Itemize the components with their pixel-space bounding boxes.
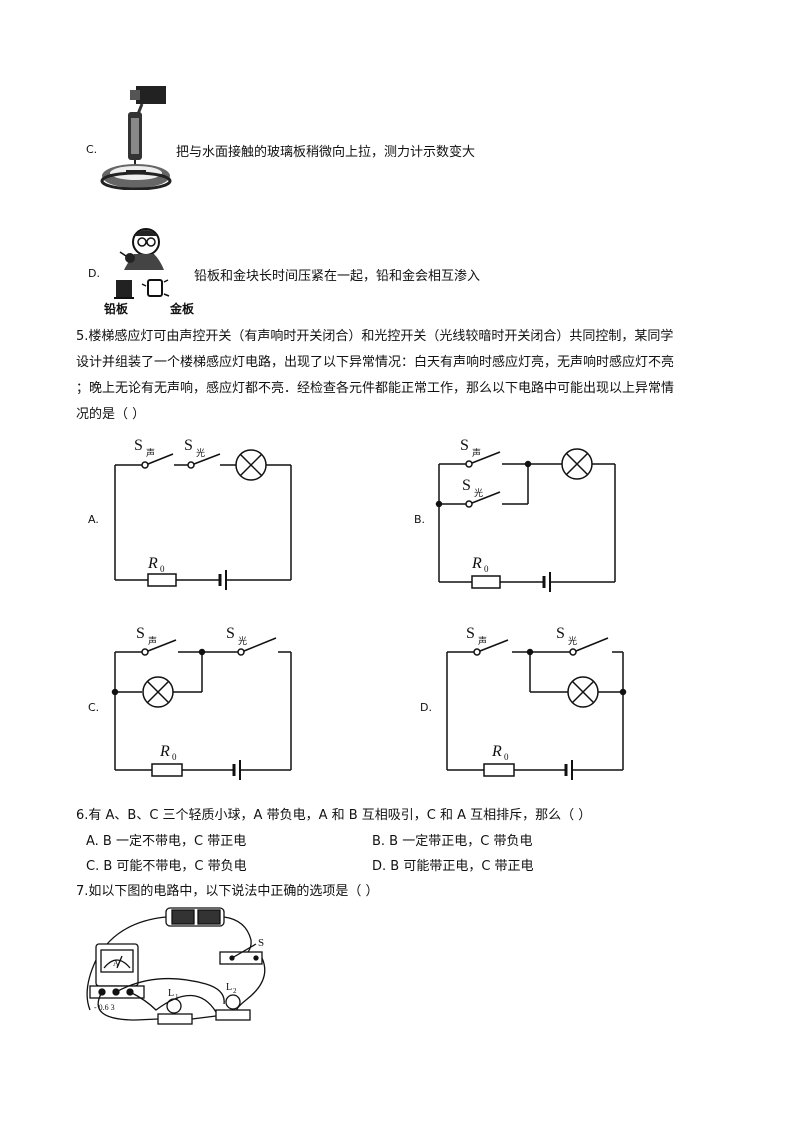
- question-line: 况的是（ ）: [76, 407, 146, 422]
- resistor-r-sub: 0: [160, 564, 165, 574]
- tension-meter-illustration: [100, 86, 172, 190]
- switch-s-label: S: [136, 625, 145, 642]
- switch-light-sub: 光: [474, 487, 483, 498]
- ammeter-scale: - 0.6 3: [94, 1003, 115, 1012]
- option-letter: D.: [88, 267, 100, 280]
- circuit-b-letter: B.: [414, 513, 426, 526]
- question-line: 5.楼梯感应灯可由声控开关（有声响时开关闭合）和光控开关（光线较暗时开关闭合）共…: [76, 329, 674, 344]
- switch-s-label: S: [184, 437, 193, 454]
- option-c: C. B 可能不带电，C 带负电: [86, 859, 247, 874]
- circuit-b-diagram: S 声 S 光 R 0: [435, 437, 616, 592]
- switch-label: S: [258, 937, 264, 949]
- question-line: 设计并组装了一个楼梯感应灯电路，出现了以下异常情况：白天有声响时感应灯亮，无声响…: [76, 355, 675, 370]
- switch-s-label: S: [226, 625, 235, 642]
- option-text: 把与水面接触的玻璃板稍微向上拉，测力计示数变大: [176, 145, 476, 160]
- bulb-l1-sub: 1: [175, 993, 179, 1001]
- bulb-l2-label: L: [226, 982, 232, 993]
- resistor-r-sub: 0: [484, 564, 489, 574]
- metal-blocks-illustration: [114, 279, 170, 299]
- switch-light-sub: 光: [238, 635, 247, 646]
- question-line: ；晚上无论有无声响，感应灯都不亮．经检查各元件都能正常工作，那么以下电路中可能出…: [76, 381, 675, 396]
- q7-stem: 7.如以下图的电路中，以下说法中正确的选项是（ ）: [76, 884, 379, 899]
- resistor-r-sub: 0: [504, 752, 509, 762]
- gold-plate-label: 金板: [170, 302, 195, 316]
- circuit-a-diagram: S 声 S 光 R 0: [114, 437, 292, 590]
- option-text: 铅板和金块长时间压紧在一起，铅和金会相互渗入: [194, 269, 481, 284]
- option-a: A. B 一定不带电，C 带正电: [86, 834, 247, 849]
- circuit-c-letter: C.: [88, 701, 100, 714]
- q7-circuit-illustration: S A - 0.6 3 L 1 L 2: [86, 907, 266, 1025]
- switch-light-sub: 光: [196, 447, 205, 458]
- switch-sound-sub: 声: [146, 447, 155, 458]
- switch-light-sub: 光: [568, 635, 577, 646]
- switch-s-label: S: [466, 625, 475, 642]
- circuit-d-letter: D.: [420, 701, 432, 714]
- switch-s-label: S: [134, 437, 143, 454]
- circuit-a-letter: A.: [88, 513, 99, 526]
- resistor-r-sub: 0: [172, 752, 177, 762]
- bulb-l2-sub: 2: [233, 987, 237, 995]
- option-b: B. B 一定带正电，C 带负电: [372, 834, 533, 849]
- switch-s-label: S: [462, 477, 471, 494]
- resistor-r-label: R: [159, 743, 170, 760]
- switch-sound-sub: 声: [472, 447, 481, 458]
- option-d: D. B 可能带正电，C 带正电: [372, 859, 534, 874]
- bulb-l1-label: L: [168, 988, 174, 999]
- circuit-c-diagram: S 声 S 光 R 0: [111, 625, 292, 780]
- switch-s-label: S: [460, 437, 469, 454]
- question-stem: 6.有 A、B、C 三个轻质小球，A 带负电，A 和 B 互相吸引，C 和 A …: [76, 808, 592, 823]
- person-observing-illustration: [119, 228, 164, 270]
- resistor-r-label: R: [147, 555, 158, 572]
- resistor-r-label: R: [491, 743, 502, 760]
- resistor-r-label: R: [471, 555, 482, 572]
- switch-sound-sub: 声: [478, 635, 487, 646]
- option-letter: C.: [86, 143, 98, 156]
- ammeter-label: A: [113, 959, 119, 968]
- circuit-d-diagram: S 声 S 光 R 0: [446, 625, 627, 780]
- switch-s-label: S: [556, 625, 565, 642]
- switch-sound-sub: 声: [148, 635, 157, 646]
- lead-plate-label: 铅板: [104, 302, 129, 316]
